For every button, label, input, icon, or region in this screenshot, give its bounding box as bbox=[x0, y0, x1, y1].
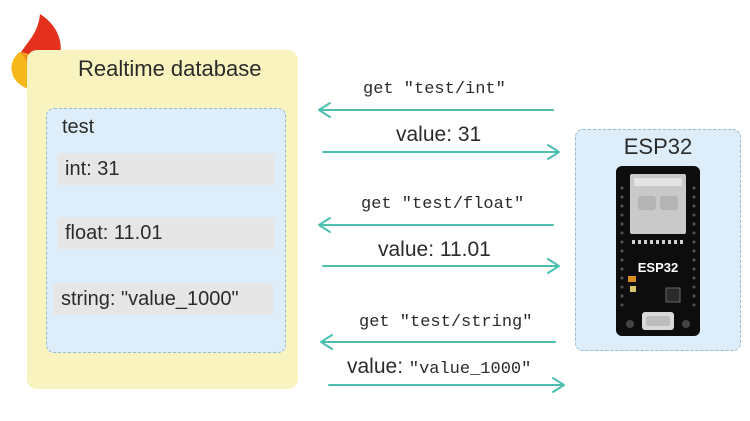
msg-value-string: value: "value_1000" bbox=[347, 355, 531, 379]
arrow-value-float bbox=[322, 258, 560, 274]
msg-value-string-value: "value_1000" bbox=[408, 360, 532, 379]
msg-value-int: value: 31 bbox=[396, 123, 482, 146]
esp32-title: ESP32 bbox=[623, 134, 693, 159]
test-node-label: test bbox=[62, 116, 95, 138]
msg-value-float: value: 11.01 bbox=[378, 238, 491, 261]
msg-get-float: get "test/float" bbox=[361, 195, 525, 214]
field-int: int: 31 bbox=[57, 153, 275, 185]
esp32-board-icon bbox=[616, 166, 700, 336]
msg-get-string: get "test/string" bbox=[359, 313, 533, 332]
esp32-chip-label: ESP32 bbox=[637, 260, 679, 275]
arrow-value-string bbox=[328, 377, 565, 393]
arrow-get-string bbox=[320, 334, 556, 350]
field-float: float: 11.01 bbox=[57, 217, 275, 249]
database-title: Realtime database bbox=[78, 56, 262, 81]
msg-value-string-prefix: value: bbox=[347, 355, 409, 378]
field-string: string: "value_1000" bbox=[53, 283, 273, 315]
arrow-get-int bbox=[318, 102, 554, 118]
arrow-value-int bbox=[322, 144, 560, 160]
arrow-get-float bbox=[318, 217, 554, 233]
msg-get-int: get "test/int" bbox=[363, 80, 506, 99]
